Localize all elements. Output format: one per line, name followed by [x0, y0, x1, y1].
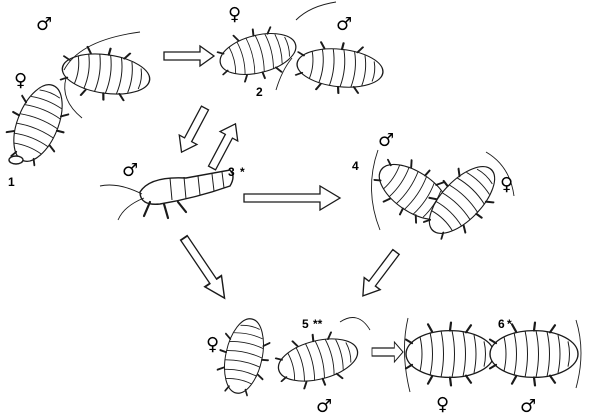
- stage-5-female-roach: [212, 314, 276, 398]
- arrow-5-to-6: [372, 342, 403, 362]
- arrow-3-to-5: [176, 232, 233, 303]
- stage-6-right-roach: [490, 323, 578, 386]
- stage-4-female-symbol: ♀: [500, 174, 513, 195]
- stage-6-mark: *: [507, 317, 512, 331]
- stage-4-label: 4: [352, 159, 359, 173]
- stage-5-label: 5: [302, 317, 309, 331]
- stage-1-female-roach: [0, 75, 78, 171]
- stage-6-male-symbol: ♂: [520, 396, 536, 414]
- stage-4-male-symbol: ♂: [378, 130, 394, 151]
- stage-3-label: 3: [228, 165, 235, 179]
- arrow-2-to-3: [173, 103, 214, 157]
- stage-2-female-symbol: ♀: [228, 4, 241, 25]
- arrow-3-to-4: [244, 186, 340, 210]
- stage-2-label: 2: [256, 85, 263, 99]
- stage-5-male-symbol: ♂: [316, 396, 332, 414]
- stage-3-male-roach: [100, 170, 233, 220]
- stage-6-label: 6: [498, 317, 505, 331]
- stage-2-female-roach: [214, 20, 301, 88]
- stage-5-mark: **: [313, 317, 323, 331]
- stage-6-female-symbol: ♀: [436, 394, 449, 414]
- arrow-3-to-2: [203, 119, 244, 173]
- stage-2-male-symbol: ♂: [336, 14, 352, 35]
- stage-6-left-roach: [406, 323, 494, 386]
- arrow-4-to-5: [355, 246, 404, 302]
- stage-4-antenna: [371, 150, 380, 230]
- stage-3-male-symbol: ♂: [122, 160, 138, 181]
- stage-1-label: 1: [8, 175, 15, 189]
- stage-3-mark: *: [240, 165, 245, 179]
- arrow-1-to-2: [164, 46, 214, 66]
- stage-5-female-symbol: ♀: [206, 334, 219, 355]
- stage-1-male-symbol: ♂: [36, 14, 52, 35]
- stage-1-female-symbol: ♀: [14, 70, 27, 91]
- stage-1-male-roach: [59, 32, 153, 118]
